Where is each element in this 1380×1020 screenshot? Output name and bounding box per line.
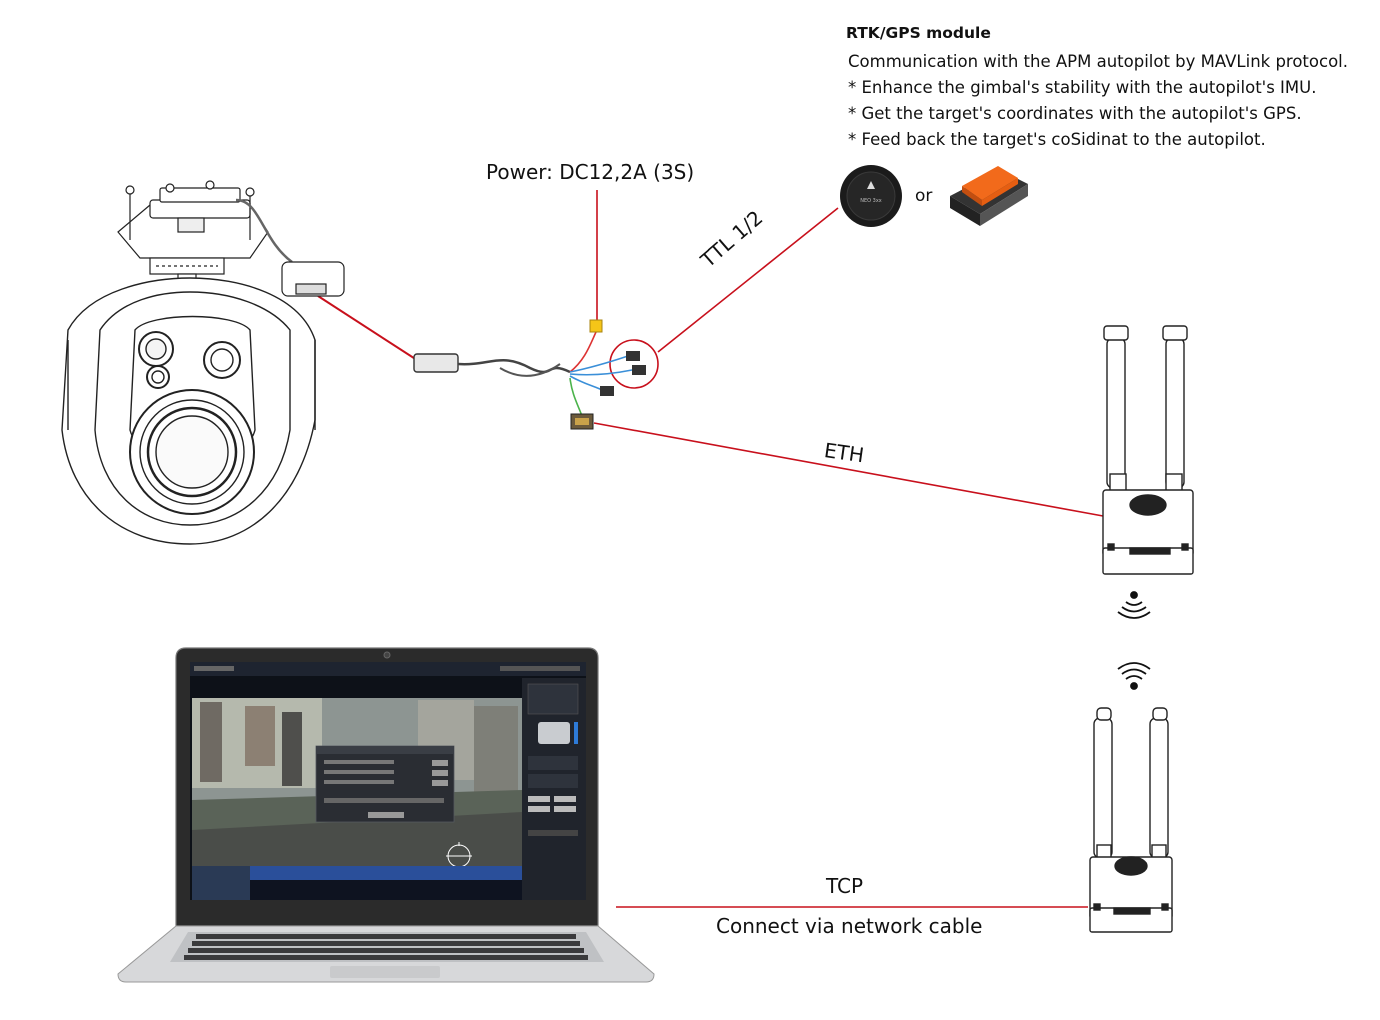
mini-map (192, 866, 250, 900)
wifi-receive-icon (1117, 662, 1151, 690)
gps-puck: NEO 3xx (840, 165, 902, 227)
wifi-broadcast-icon (1117, 591, 1151, 619)
ttl2-connector (632, 365, 646, 375)
rtk-note-imu: * Enhance the gimbal's stability with th… (848, 78, 1317, 97)
gimbal-mount-plate (117, 180, 293, 289)
air-radio (1102, 325, 1194, 575)
air-antenna-left (1106, 337, 1126, 489)
laptop-trackpad (330, 966, 440, 978)
control-panel (522, 678, 586, 900)
gimbal-adapter-box (281, 261, 345, 297)
cable-harness (413, 319, 646, 430)
power-connector-xt30 (589, 319, 603, 333)
flight-controller (950, 166, 1028, 226)
or-label: or (915, 186, 933, 206)
gimbal-body (61, 277, 316, 545)
air-antenna-right (1165, 337, 1185, 489)
laptop-webcam (383, 651, 391, 659)
rtk-module-heading: RTK/GPS module (846, 24, 991, 42)
eth-wire (593, 422, 1104, 517)
power-label: Power: DC12,2A (3S) (486, 160, 695, 184)
rtk-note-mavlink: Communication with the APM autopilot by … (848, 52, 1348, 71)
spare-connector (600, 386, 614, 396)
ttl-connector-highlight (609, 339, 659, 389)
gps-puck-label: NEO 3xx (860, 198, 882, 204)
tcp-label: TCP (826, 874, 864, 898)
gimbal-camera (61, 180, 345, 545)
ground-antenna-right (1149, 717, 1169, 859)
ground-radio (1089, 707, 1173, 933)
ttl1-connector (626, 351, 640, 361)
rtk-note-feedback: * Feed back the target's coSidinat to th… (848, 130, 1266, 149)
ttl-wire (657, 207, 839, 353)
rtk-note-gps: * Get the target's coordinates with the … (848, 104, 1302, 123)
camera-to-adapter-wire (317, 295, 421, 363)
harness-connector (413, 353, 459, 373)
ground-antenna-left (1093, 717, 1113, 859)
network-cable-label: Connect via network cable (716, 914, 983, 938)
laptop (117, 647, 655, 983)
laptop-keyboard (184, 934, 588, 960)
